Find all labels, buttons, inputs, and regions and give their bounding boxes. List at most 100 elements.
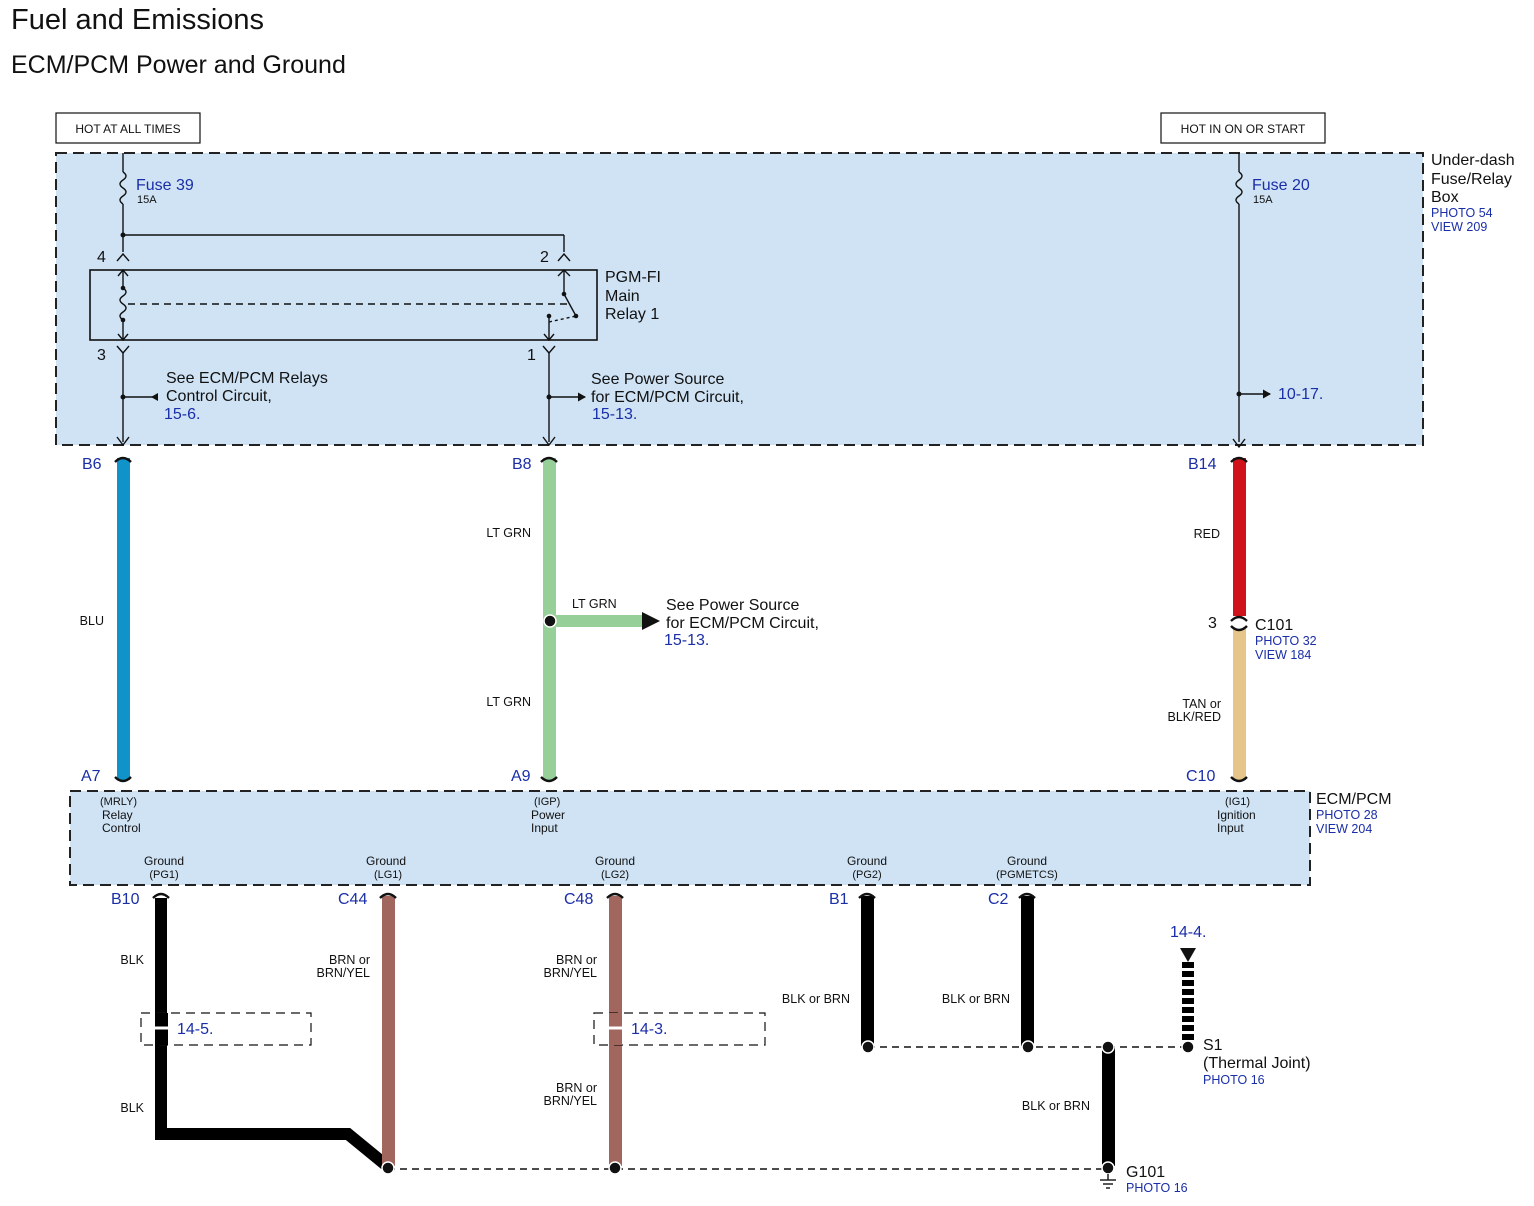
ecm-igp-1: (IGP) (534, 796, 560, 808)
lt-grn-branch-wire (556, 615, 644, 627)
pin-b10: B10 (111, 891, 140, 908)
blu-wire (117, 458, 130, 780)
fuse-39-label: Fuse 39 (136, 177, 194, 194)
wire-label-blkbrn-2: BLK or BRN (942, 992, 1010, 1006)
pin-b6: B6 (82, 456, 102, 473)
splice-dot (1101, 1040, 1115, 1054)
lt-grn-branch-arrow (642, 612, 660, 630)
relay-pin-4: 4 (97, 249, 106, 266)
ig-ref-link[interactable]: 10-17. (1278, 386, 1323, 403)
hot-in-on-or-start-label: HOT IN ON OR START (1181, 122, 1306, 136)
ecm-ig1-1: (IG1) (1225, 796, 1250, 808)
pin-c2: C2 (988, 891, 1009, 908)
ecm-ground-pg2-code: (PG2) (852, 869, 881, 881)
junction-dot (120, 285, 126, 291)
splice-dot (861, 1040, 875, 1054)
hot-at-all-times-label: HOT AT ALL TIMES (75, 122, 180, 136)
terminal-arrow (1232, 438, 1246, 449)
ecm-ig1-3: Input (1217, 821, 1244, 835)
wire-label-brn-b2: BRN/YEL (544, 966, 598, 980)
splice-name: S1 (1203, 1037, 1223, 1054)
fuse-39-rating: 15A (137, 194, 157, 206)
fuse-box-name-1: Under-dash (1431, 152, 1515, 169)
mid-src-ref-1: See Power Source (666, 597, 800, 614)
power-src-ref-2: for ECM/PCM Circuit, (591, 389, 744, 406)
pin-b1: B1 (829, 891, 849, 908)
wire-label-brn-c2: BRN/YEL (544, 1094, 598, 1108)
fuse-box-name-2: Fuse/Relay (1431, 171, 1512, 188)
ecm-ground-lg1-code: (LG1) (374, 869, 402, 881)
wire-label-brn-b1: BRN or (556, 953, 597, 967)
ground-symbol-icon (1100, 1174, 1116, 1189)
splice-photo: PHOTO 16 (1203, 1073, 1265, 1087)
junction-dot (1236, 391, 1242, 397)
fuse-20-circuit (1235, 153, 1243, 442)
pin-c48: C48 (564, 891, 593, 908)
ground-name: G101 (1126, 1164, 1165, 1181)
ecm-ground-pg1-code: (PG1) (149, 869, 178, 881)
ecm-ground-pg2-label: Ground (847, 854, 887, 868)
ecm-ground-pg1-label: Ground (144, 854, 184, 868)
ecm-igp-3: Input (531, 821, 558, 835)
page-title: Fuel and Emissions (11, 4, 264, 36)
splice-dot (1181, 1040, 1195, 1054)
ecm-ground-lg1-label: Ground (366, 854, 406, 868)
blk-brn-wire-g101 (1102, 1048, 1115, 1166)
fuse-relay-box (55, 152, 1424, 446)
fuse-box-view: VIEW 209 (1431, 220, 1487, 234)
red-wire (1233, 458, 1246, 616)
junction-dot (561, 291, 567, 297)
power-src-ref-1: See Power Source (591, 371, 725, 388)
pin-b8: B8 (512, 456, 532, 473)
relay-ctrl-ref-link[interactable]: 15-6. (164, 406, 200, 423)
c101-name: C101 (1255, 617, 1293, 634)
hot-in-on-or-start-box (1160, 112, 1326, 144)
relay-name-1: PGM-FI (605, 269, 661, 286)
tan-wire (1233, 629, 1246, 780)
ecm-ig1-2: Ignition (1217, 808, 1256, 822)
wire-label-blk-1: BLK (120, 953, 144, 967)
junction-dot (120, 394, 126, 400)
fuse-20-label: Fuse 20 (1252, 177, 1310, 194)
wire-label-red: RED (1194, 527, 1220, 541)
wire-label-brn-c1: BRN or (556, 1081, 597, 1095)
ecm-photo: PHOTO 28 (1316, 808, 1378, 822)
lt-grn-splice-dot (543, 614, 557, 628)
ecm-mrly-3: Control (102, 821, 141, 835)
pin-c10: C10 (1186, 768, 1215, 785)
ecm-ground-lg2-label: Ground (595, 854, 635, 868)
ground-ref-link-2[interactable]: 14-3. (631, 1021, 667, 1038)
c101-pin: 3 (1208, 615, 1217, 632)
wire-label-blu: BLU (80, 614, 104, 628)
wire-label-brn-a2: BRN/YEL (317, 966, 371, 980)
pin-b14: B14 (1188, 456, 1217, 473)
wire-label-blkbrn-1: BLK or BRN (782, 992, 850, 1006)
splice-desc: (Thermal Joint) (1203, 1055, 1311, 1072)
c101-view: VIEW 184 (1255, 648, 1311, 662)
pin-a7: A7 (81, 768, 101, 785)
junction-dot (573, 313, 579, 319)
ground-dot (608, 1161, 622, 1175)
fuse-39-circuit (119, 153, 565, 252)
wire-label-tan-2: BLK/RED (1168, 710, 1222, 724)
mid-src-ref-link[interactable]: 15-13. (664, 632, 709, 649)
fuse-box-name-3: Box (1431, 189, 1459, 206)
blk-brn-wire-pg2 (861, 896, 874, 1046)
ecm-mrly-1: (MRLY) (100, 796, 137, 808)
hot-at-all-times-box (55, 112, 201, 144)
mid-src-ref-2: for ECM/PCM Circuit, (666, 615, 819, 632)
relay-pin-1: 1 (527, 347, 536, 364)
relay-ctrl-ref-1: See ECM/PCM Relays (166, 370, 328, 387)
relay-name-2: Main (605, 288, 640, 305)
ground-ref-link-1[interactable]: 14-5. (177, 1021, 213, 1038)
ecm-igp-2: Power (531, 808, 565, 822)
ecm-pcm-box (69, 790, 1311, 886)
wire-label-brn-a1: BRN or (329, 953, 370, 967)
ecm-ground-lg2-code: (LG2) (601, 869, 629, 881)
ecm-ground-pgmetcs-code: (PGMETCS) (996, 869, 1058, 881)
relay-internals (116, 252, 577, 355)
thermal-ref-link[interactable]: 14-4. (1170, 924, 1206, 941)
power-src-ref-link[interactable]: 15-13. (592, 406, 637, 423)
ground-dot (1101, 1161, 1115, 1175)
